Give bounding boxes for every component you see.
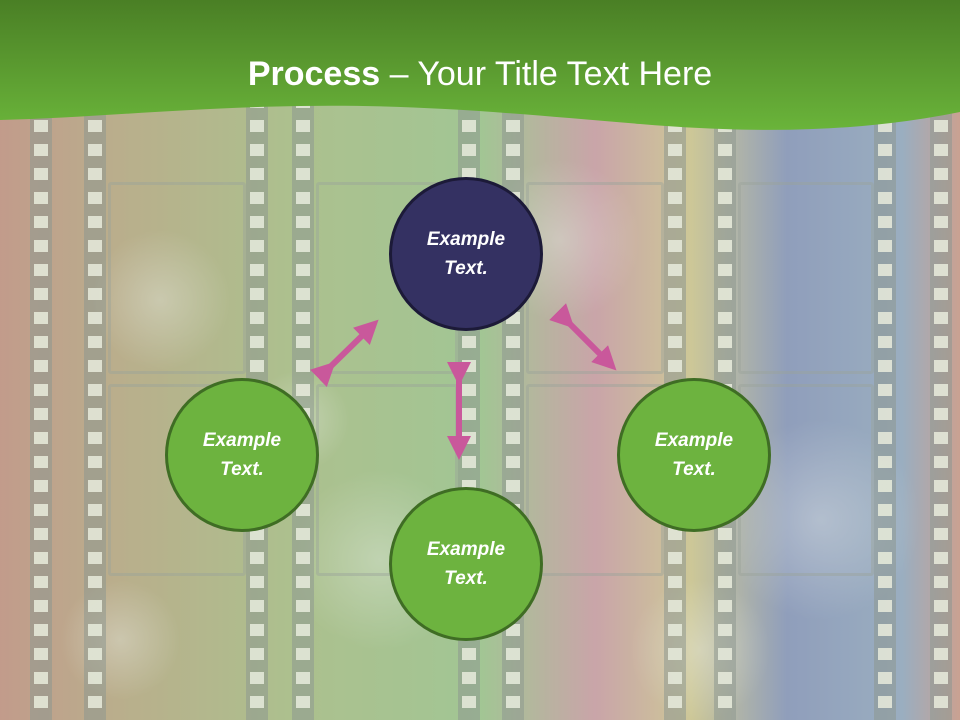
- sprocket-strip: [30, 0, 52, 720]
- node-label-line1: Example: [654, 430, 734, 451]
- page-title: Process – Your Title Text Here: [0, 52, 960, 96]
- node-label-line1: Example: [426, 229, 506, 250]
- node-label-line2: Text.: [444, 258, 488, 279]
- arrow-top-left: [310, 319, 379, 387]
- film-frame: [108, 182, 246, 374]
- sprocket-strip: [246, 0, 268, 720]
- sprocket-strip: [874, 0, 896, 720]
- node-label-line1: Example: [426, 539, 506, 560]
- sprocket-strip: [714, 0, 736, 720]
- sprocket-strip: [664, 0, 686, 720]
- header-banner: Process – Your Title Text Here: [0, 0, 960, 140]
- header-wave-shape: [0, 0, 960, 130]
- node-label-line2: Text.: [220, 459, 264, 480]
- film-frame: [316, 384, 458, 576]
- node-label-line2: Text.: [672, 459, 716, 480]
- title-bold: Process: [247, 55, 381, 93]
- arrow-top-right: [549, 303, 617, 371]
- node-label-line2: Text.: [444, 568, 488, 589]
- sprocket-strip: [930, 0, 952, 720]
- title-rest: – Your Title Text Here: [380, 55, 713, 93]
- node-label-line1: Example: [202, 430, 282, 451]
- film-frame: [738, 182, 874, 374]
- sprocket-strip: [292, 0, 314, 720]
- sprocket-strip: [84, 0, 106, 720]
